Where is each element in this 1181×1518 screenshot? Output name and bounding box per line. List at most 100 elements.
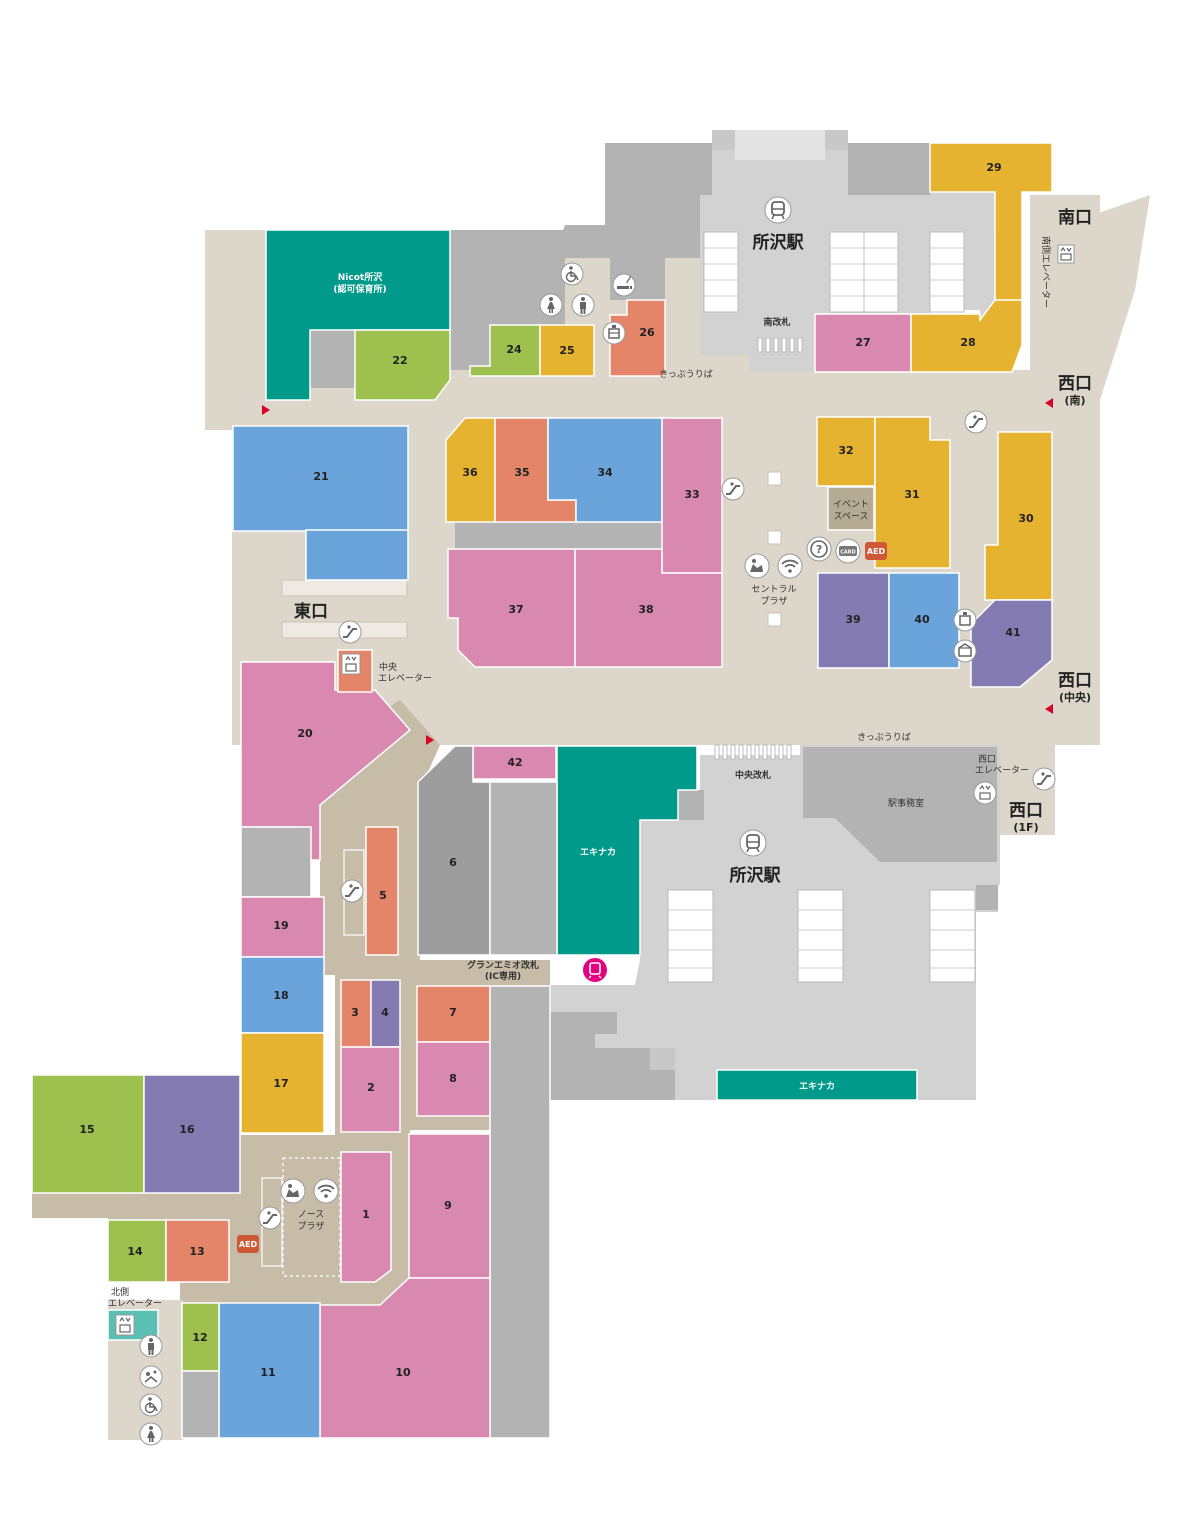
escalator-icon (340, 879, 364, 903)
shop-16[interactable] (143, 1074, 241, 1194)
central-elevator-line2: エレベーター (378, 673, 432, 684)
shop-6[interactable] (417, 745, 491, 956)
shop-nicot[interactable] (265, 229, 451, 401)
coin-locker-icon (953, 608, 977, 632)
shop-label-29: 29 (986, 161, 1001, 174)
shop-21b[interactable] (305, 529, 409, 581)
shop-22[interactable] (354, 329, 451, 401)
shop-15[interactable] (31, 1074, 145, 1194)
shop-label-8: 8 (449, 1072, 457, 1085)
west-elevator-line2: エレベーター (975, 765, 1029, 776)
baby-care-icon (139, 1365, 163, 1389)
ekinaka-upper[interactable] (556, 745, 698, 956)
central-plaza-line1: セントラル (751, 584, 796, 595)
shop-4[interactable] (370, 979, 401, 1048)
ekinaka-upper-label: エキナカ (580, 847, 616, 858)
shop-25[interactable] (539, 324, 595, 377)
shop-label-41: 41 (1005, 626, 1020, 639)
escalator-icon (258, 1206, 282, 1230)
west-south-exit-line2: (南) (1064, 393, 1085, 407)
shop-27[interactable] (814, 313, 912, 373)
escalator-icon (1032, 767, 1056, 791)
shop-17[interactable] (240, 1032, 325, 1134)
shop-labels: 1 2 3 4 5 6 7 8 9 10 11 12 13 14 15 16 1… (79, 161, 1034, 1379)
west-central-exit-line2: (中央) (1059, 690, 1091, 704)
shop-label-1: 1 (362, 1208, 370, 1221)
shop-32[interactable] (816, 416, 876, 487)
entrance-arrows (262, 398, 1053, 745)
shop-21[interactable] (232, 425, 409, 532)
womens-toilet-icon (539, 293, 563, 317)
wheelchair-icon (139, 1393, 163, 1417)
north-plaza-line1: ノース (298, 1210, 325, 1220)
shop-label-17: 17 (273, 1077, 288, 1090)
elevator-icon (341, 653, 361, 675)
shop-2[interactable] (340, 1046, 401, 1133)
shop-label-28: 28 (960, 336, 975, 349)
shop-label-20: 20 (297, 727, 313, 740)
shop-1[interactable] (340, 1151, 392, 1283)
nicot-label-line2: (認可保育所) (333, 283, 386, 295)
shop-label-4: 4 (381, 1006, 389, 1019)
escalator-icon (964, 410, 988, 434)
ic-gate-icon (583, 958, 607, 982)
shop-label-30: 30 (1018, 512, 1034, 525)
shop-40[interactable] (888, 572, 960, 669)
shop-label-25: 25 (559, 344, 574, 357)
aed-label-central: AED (867, 547, 886, 556)
west-elevator-line1: 西口 (978, 754, 996, 765)
information-icon-glyph: ? (816, 543, 822, 556)
shop-label-32: 32 (838, 444, 853, 457)
shop-label-2: 2 (367, 1081, 375, 1094)
event-space (827, 486, 875, 531)
shop-39[interactable] (817, 572, 890, 669)
shop-label-11: 11 (260, 1366, 275, 1379)
shop-38[interactable] (574, 548, 723, 668)
shop-label-9: 9 (444, 1199, 452, 1212)
shop-label-27: 27 (855, 336, 870, 349)
shop-5[interactable] (365, 826, 399, 956)
shop-7[interactable] (416, 985, 491, 1043)
shop-29[interactable] (929, 142, 1053, 301)
train-icon (739, 829, 767, 857)
shop-label-38: 38 (638, 603, 653, 616)
shop-label-33: 33 (684, 488, 699, 501)
central-station-area (550, 745, 1000, 1100)
shop-30[interactable] (984, 431, 1053, 601)
shop-8[interactable] (416, 1041, 491, 1117)
wheelchair-icon (560, 262, 584, 286)
ticket-area-south: きっぷうりば (659, 369, 713, 380)
shop-label-26: 26 (639, 326, 655, 339)
central-plaza-line2: プラザ (760, 596, 787, 607)
shop-3[interactable] (340, 979, 372, 1048)
shop-12[interactable] (181, 1302, 220, 1372)
shop-42[interactable] (472, 745, 557, 780)
shop-label-14: 14 (127, 1245, 143, 1258)
shop-label-12: 12 (192, 1331, 207, 1344)
mens-toilet-icon (139, 1334, 163, 1358)
nursing-room-icon (280, 1178, 306, 1204)
south-gate-label: 南改札 (763, 316, 790, 328)
shop-36[interactable] (445, 417, 496, 523)
shop-label-15: 15 (79, 1123, 94, 1136)
shop-label-21: 21 (313, 470, 328, 483)
ekinaka-lower[interactable] (716, 1069, 918, 1101)
mall-block-gray-1 (240, 826, 312, 898)
shop-18[interactable] (240, 956, 325, 1034)
shop-label-19: 19 (273, 919, 288, 932)
shop-13[interactable] (165, 1219, 230, 1283)
event-space-line2: スペース (834, 512, 869, 522)
shop-11[interactable] (218, 1302, 321, 1439)
ekinaka-lower-label: エキナカ (799, 1081, 835, 1092)
shop-label-5: 5 (379, 889, 387, 902)
card-atm-icon: CARD (835, 538, 861, 564)
shop-label-10: 10 (395, 1366, 411, 1379)
entrance-arrow-west-central (1045, 704, 1053, 714)
shop-31[interactable] (874, 416, 951, 569)
shop-label-36: 36 (462, 466, 478, 479)
central-station-name: 所沢駅 (730, 865, 782, 886)
north-elevator-line2: エレベーター (108, 1298, 162, 1309)
shop-label-16: 16 (179, 1123, 195, 1136)
shop-26[interactable] (609, 299, 666, 377)
shop-label-40: 40 (914, 613, 930, 626)
